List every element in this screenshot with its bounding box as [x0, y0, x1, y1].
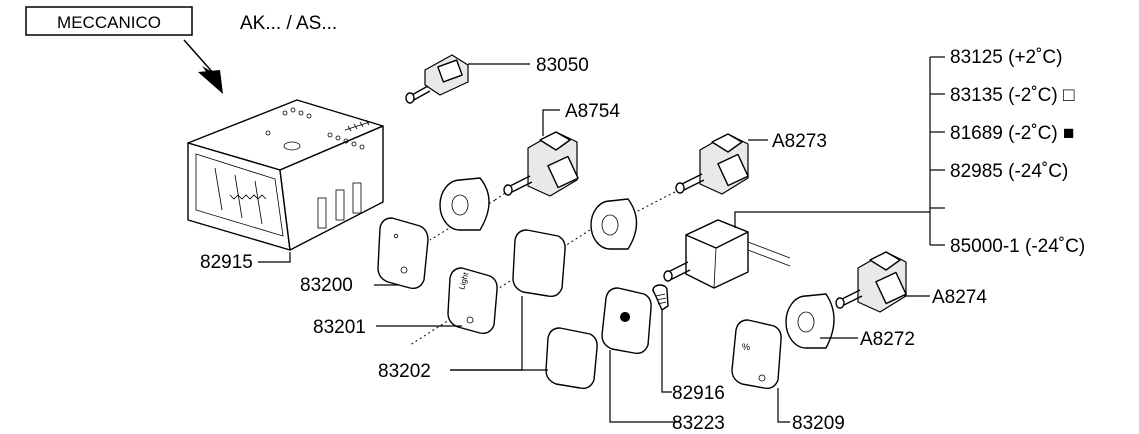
knob-adapter-1: [439, 177, 490, 231]
label-81689: 81689 (-2˚C) ■: [950, 123, 1074, 144]
part-83202-bottom: [545, 327, 598, 390]
part-A8274: [835, 251, 930, 313]
thermostat-body: [187, 99, 384, 251]
variant-bracket: [929, 56, 945, 246]
label-83135: 83135 (-2˚C) □: [950, 85, 1075, 106]
arrow-down-right-icon: [183, 39, 226, 94]
part-82916: [652, 284, 669, 311]
label-82916: 82916: [672, 383, 725, 404]
label-A8273: A8273: [772, 131, 827, 152]
part-82985: [663, 211, 930, 289]
label-83050: 83050: [536, 55, 589, 76]
part-83050: [405, 54, 530, 104]
label-82985: 82985 (-24˚C): [950, 161, 1068, 182]
part-83223: [601, 287, 652, 355]
part-83201: Light: [447, 267, 498, 335]
part-83209: %: [731, 319, 782, 390]
label-A8274: A8274: [932, 287, 987, 308]
label-85000-1: 85000-1 (-24˚C): [950, 236, 1085, 257]
part-A8754: [503, 109, 579, 197]
title-box-label: MECCANICO: [57, 13, 161, 32]
label-A8272: A8272: [860, 329, 915, 350]
label-83200: 83200: [300, 275, 353, 296]
label-83125: 83125 (+2˚C): [950, 47, 1062, 68]
part-83202-top: [512, 229, 566, 298]
label-83202: 83202: [378, 361, 431, 382]
part-A8273: [675, 133, 768, 195]
part-A8272: [785, 293, 858, 349]
title-box: MECCANICO: [25, 6, 193, 36]
model-subtitle: AK... / AS...: [240, 13, 337, 34]
label-83201: 83201: [313, 317, 366, 338]
knob-adapter-2: [590, 198, 638, 250]
part-83200: [377, 217, 429, 290]
label-83209: 83209: [792, 413, 845, 434]
label-82915: 82915: [200, 252, 253, 273]
label-A8754: A8754: [565, 101, 620, 122]
svg-text:%: %: [742, 342, 750, 352]
label-83223: 83223: [672, 413, 725, 434]
